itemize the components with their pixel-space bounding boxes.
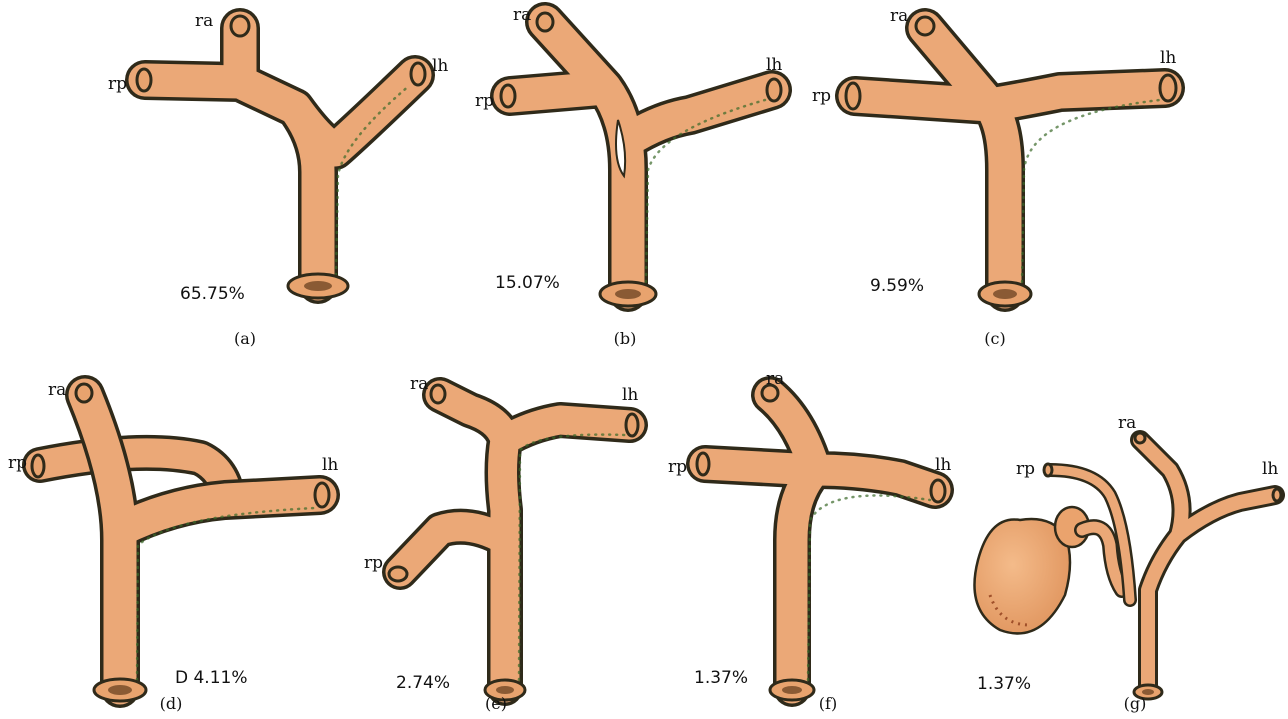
label-rp-a: rp: [108, 74, 127, 94]
label-rp-f: rp: [668, 457, 687, 477]
percent-e: 2.74%: [396, 673, 450, 693]
duct-diagram-d: [32, 384, 329, 701]
label-lh-f: lh: [935, 455, 951, 475]
caption-g: (g): [1124, 694, 1147, 713]
label-ra-f: ra: [766, 369, 784, 389]
label-lh-c: lh: [1160, 48, 1176, 68]
label-lh-d: lh: [322, 455, 338, 475]
label-ra-b: ra: [513, 5, 531, 25]
duct-diagram-c: [846, 17, 1176, 306]
percent-a: 65.75%: [180, 284, 245, 304]
label-ra-a: ra: [195, 11, 213, 31]
duct-diagram-b: [501, 13, 781, 306]
panel-e: ra rp lh 2.74% (e): [364, 374, 638, 713]
label-ra-e: ra: [410, 374, 428, 394]
label-ra-d: ra: [48, 380, 66, 400]
label-lh-g: lh: [1262, 459, 1278, 479]
label-lh-b: lh: [766, 55, 782, 75]
duct-diagram-e: [389, 385, 638, 700]
panel-c: ra rp lh 9.59% (c): [812, 6, 1176, 348]
label-lh-a: lh: [432, 56, 448, 76]
percent-b: 15.07%: [495, 273, 560, 293]
label-rp-c: rp: [812, 86, 831, 106]
percent-f: 1.37%: [694, 668, 748, 688]
gallbladder: [974, 507, 1122, 633]
panel-b: ra rp lh 15.07% (b): [475, 5, 782, 348]
label-rp-d: rp: [8, 453, 27, 473]
percent-d: D 4.11%: [175, 668, 248, 688]
label-ra-c: ra: [890, 6, 908, 26]
duct-diagram-a: [137, 16, 425, 298]
panel-a: ra rp lh 65.75% (a): [108, 11, 448, 348]
caption-a: (a): [234, 329, 256, 348]
percent-g: 1.37%: [977, 674, 1031, 694]
caption-f: (f): [819, 694, 837, 713]
caption-b: (b): [614, 329, 637, 348]
label-lh-e: lh: [622, 385, 638, 405]
panel-g: ra rp lh 1.37% (g): [974, 413, 1281, 713]
percent-c: 9.59%: [870, 276, 924, 296]
label-rp-b: rp: [475, 91, 494, 111]
caption-d: (d): [160, 694, 183, 713]
label-rp-g: rp: [1016, 459, 1035, 479]
panel-f: ra rp lh 1.37% (f): [668, 369, 951, 713]
caption-c: (c): [984, 329, 1005, 348]
panel-d: ra rp lh D 4.11% (d): [8, 380, 338, 713]
label-ra-g: ra: [1118, 413, 1136, 433]
label-rp-e: rp: [364, 553, 383, 573]
caption-e: (e): [485, 694, 507, 713]
duct-diagram-f: [697, 385, 945, 700]
